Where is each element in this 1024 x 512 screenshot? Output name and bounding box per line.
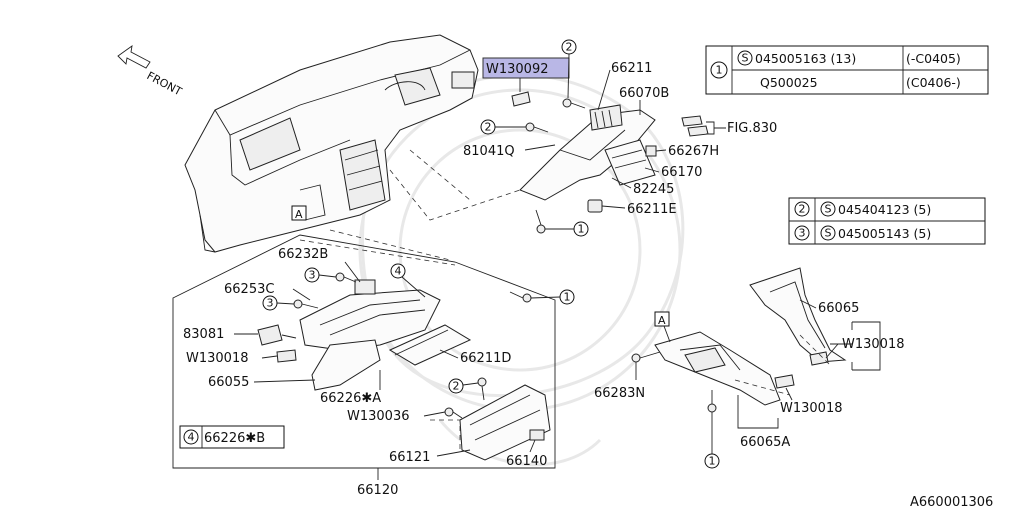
screw-icon-1 [562,98,586,109]
screw-icon-6 [293,299,319,309]
fastener-table-1: 1 S 045005163 (13) (-C0405) Q500025 (C04… [705,45,989,95]
fastener-table-2: 2 S 045404123 (5) 3 S 045005143 (5) [788,197,986,245]
center-panel-assembly [511,91,709,213]
label-66211d: 66211D [460,351,511,366]
table1-row1-range: (-C0405) [906,51,961,66]
label-w130036: W130036 [347,409,409,424]
reference-a-right-label: A [658,314,666,327]
callout-4-a-text: 4 [395,265,402,278]
reference-box-a-right [654,311,670,327]
label-66283n: 66283N [594,386,645,401]
callout-2-left-text: 2 [485,121,492,134]
document-code: A660001306 [910,495,993,510]
legend-callout-4-text: 4 [188,431,195,444]
label-fig830: FIG.830 [727,121,777,136]
callout-1-center-text: 1 [578,223,585,236]
callout-2-glovebox-text: 2 [453,380,460,393]
screw-icon-4 [509,291,532,303]
legend-66226b-box [179,425,285,449]
label-w130018-right-bottom: W130018 [780,401,842,416]
table1-row1-part: 045005163 (13) [755,51,856,66]
label-83081: 83081 [183,327,224,342]
table2-row1-part: 045404123 (5) [838,202,931,217]
label-66070B: 66070B [619,86,669,101]
label-66120: 66120 [357,483,398,498]
label-66226a: 66226✱A [320,391,381,406]
glovebox-assembly [257,279,551,461]
front-label: FRONT [145,69,185,98]
label-66055: 66055 [208,375,249,390]
label-w130018-left: W130018 [186,351,248,366]
label-66211: 66211 [611,61,652,76]
label-66065a: 66065A [740,435,790,450]
callout-4-a [390,263,406,279]
label-66065: 66065 [818,301,859,316]
screw-icon-7 [477,377,487,401]
front-arrow-icon [117,45,151,69]
screw-icon-10 [707,390,717,413]
callout-2-top-text: 2 [566,41,573,54]
label-66232b: 66232B [278,247,328,262]
side-trim-assembly [654,267,847,406]
label-w130018-right-top: W130018 [842,337,904,352]
table2-row2-num: 3 [799,227,806,240]
screw-icon-8 [444,407,463,419]
table1-s-icon: S [742,52,749,65]
dashboard-assembly [184,34,479,253]
legend-66226b-text: 66226✱B [204,431,265,446]
highlight-label: W130092 [486,62,548,77]
callout-1-right [704,453,720,469]
table2-row2-s-icon: S [825,227,832,240]
label-66267h: 66267H [668,144,719,159]
label-66140: 66140 [506,454,547,469]
label-66211e: 66211E [627,202,677,217]
table2-row1-num: 2 [799,203,806,216]
reference-box-a-top [291,205,307,221]
reference-a-top-label: A [295,208,303,221]
callout-2-glovebox [448,378,464,394]
label-81041q: 81041Q [463,144,515,159]
callout-1-glovebox-text: 1 [564,291,571,304]
label-66170: 66170 [661,165,702,180]
callout-3-a-text: 3 [309,269,316,282]
table1-row2-part: Q500025 [760,75,818,90]
screw-icon-3 [535,209,546,234]
table1-row2-range: (C0406-) [906,75,961,90]
callout-1-right-text: 1 [709,455,716,468]
callout-3-b-text: 3 [267,297,274,310]
label-66121: 66121 [389,450,430,465]
table1-num: 1 [716,64,723,77]
table2-row2-part: 045005143 (5) [838,226,931,241]
screw-icon-9 [631,351,661,363]
label-82245: 82245 [633,182,674,197]
legend-callout-4 [183,429,199,445]
glovebox-frame [172,234,556,469]
screw-icon-5 [335,272,357,283]
label-66253c: 66253C [224,282,274,297]
table2-row1-s-icon: S [825,203,832,216]
